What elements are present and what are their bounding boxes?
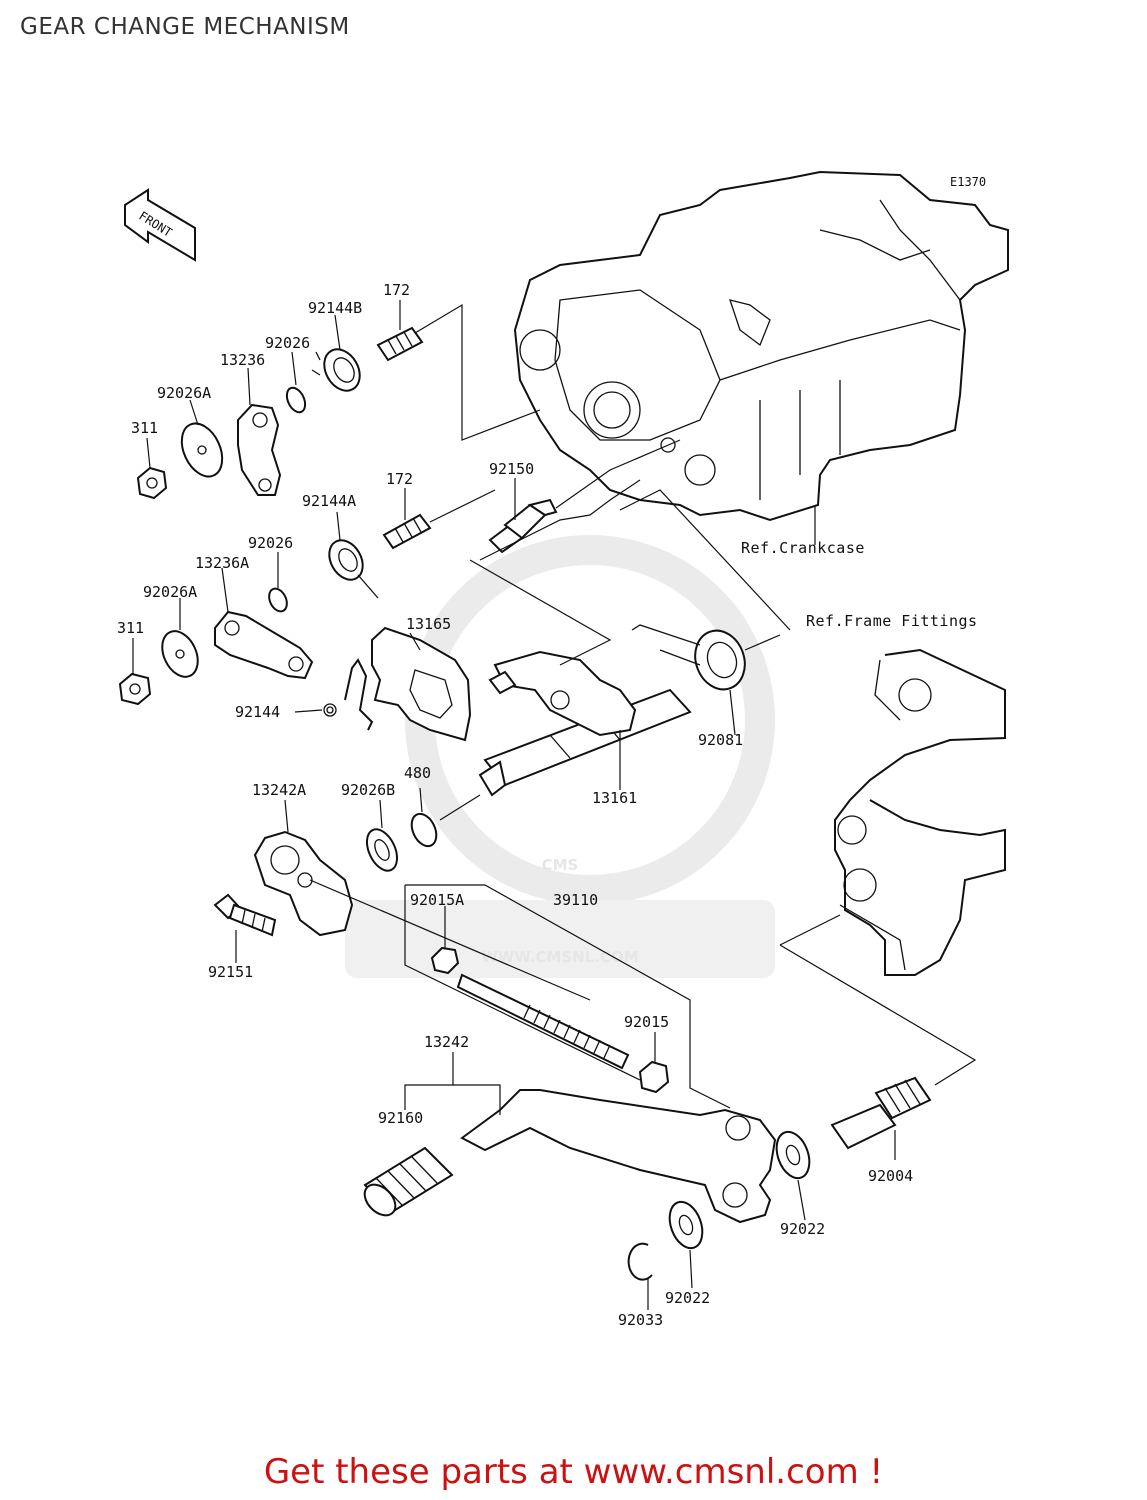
label-13161: 13161: [592, 789, 637, 807]
spring-92144A: [328, 539, 379, 599]
pin-172-top: [376, 326, 424, 362]
label-92026-top: 92026: [265, 334, 310, 352]
circlip-480: [410, 812, 438, 848]
label-92081: 92081: [698, 731, 743, 749]
label-92144A: 92144A: [302, 492, 356, 510]
label-13236A: 13236A: [195, 554, 249, 572]
washer-92026A-top: [180, 422, 224, 478]
upper-parts: [118, 303, 681, 706]
pin-172-mid: [382, 513, 432, 550]
label-311-top: 311: [131, 419, 158, 437]
label-92022-bottom: 92022: [665, 1289, 710, 1307]
label-13242A: 13242A: [252, 781, 306, 799]
label-92160: 92160: [378, 1109, 423, 1127]
label-92022-right: 92022: [780, 1220, 825, 1238]
spring-92081: [631, 624, 746, 691]
lever-13236A: [214, 610, 314, 680]
label-92144: 92144: [235, 703, 280, 721]
label-ref-frame-fittings: Ref.Frame Fittings: [806, 612, 978, 630]
label-92026-mid: 92026: [248, 534, 293, 552]
plate-13165: [371, 626, 472, 742]
nut-311-mid: [118, 672, 152, 706]
diagram-code: E1370: [950, 175, 986, 189]
nut-311-top: [136, 466, 168, 500]
crankcase-outline: [513, 170, 1009, 522]
clip-92033: [627, 1242, 653, 1281]
label-92026A-mid: 92026A: [143, 583, 197, 601]
washer-92026A-mid: [161, 630, 199, 678]
label-92144B: 92144B: [308, 299, 362, 317]
label-172-top: 172: [383, 281, 410, 299]
label-39110: 39110: [553, 891, 598, 909]
frame-fittings-outline: [834, 648, 1006, 976]
bolt-92004: [830, 1076, 932, 1150]
pedal-13242: [460, 1089, 777, 1224]
nut-92015A: [430, 946, 460, 975]
bolt-92151: [213, 893, 277, 937]
rubber-92160: [363, 1146, 454, 1217]
label-92004: 92004: [868, 1167, 913, 1185]
label-92026B: 92026B: [341, 781, 395, 799]
washer-92026-top: [285, 386, 307, 414]
label-92026A-top: 92026A: [157, 384, 211, 402]
lower-parts: [363, 946, 932, 1281]
label-92015: 92015: [624, 1013, 669, 1031]
washer-92026B: [365, 828, 399, 872]
label-13165: 13165: [406, 615, 451, 633]
label-13242: 13242: [424, 1033, 469, 1051]
label-ref-crankcase: Ref.Crankcase: [741, 539, 865, 557]
watermark-brand: CMS: [542, 856, 579, 874]
washer-92026-mid: [268, 587, 288, 613]
label-172-mid: 172: [386, 470, 413, 488]
washer-92022-right: [775, 1130, 811, 1180]
page-title: GEAR CHANGE MECHANISM: [20, 14, 350, 40]
spring-92144B: [311, 348, 361, 392]
label-480: 480: [404, 764, 431, 782]
nut-92015: [638, 1060, 670, 1094]
watermark-url: WWW.CMSNL.COM: [481, 948, 638, 966]
label-92015A: 92015A: [410, 891, 464, 909]
rod-39110: [456, 973, 630, 1070]
label-13236: 13236: [220, 351, 265, 369]
spring-92144: [323, 658, 374, 731]
middle-parts: [213, 624, 746, 1001]
washer-92022-bottom: [668, 1200, 704, 1250]
lever-13242A: [253, 830, 354, 937]
front-arrow-icon: FRONT: [124, 188, 196, 262]
leader-lines: [132, 300, 977, 1310]
bolt-92150: [488, 498, 558, 554]
part-labels: 172 92144B 92026 13236 92026A 311 172 92…: [117, 281, 978, 1329]
label-92150: 92150: [489, 460, 534, 478]
label-92033: 92033: [618, 1311, 663, 1329]
label-92151: 92151: [208, 963, 253, 981]
label-311-mid: 311: [117, 619, 144, 637]
shaft-13161: [478, 650, 692, 797]
lever-13236: [237, 403, 282, 496]
footer-link[interactable]: Get these parts at www.cmsnl.com !: [263, 1452, 884, 1492]
